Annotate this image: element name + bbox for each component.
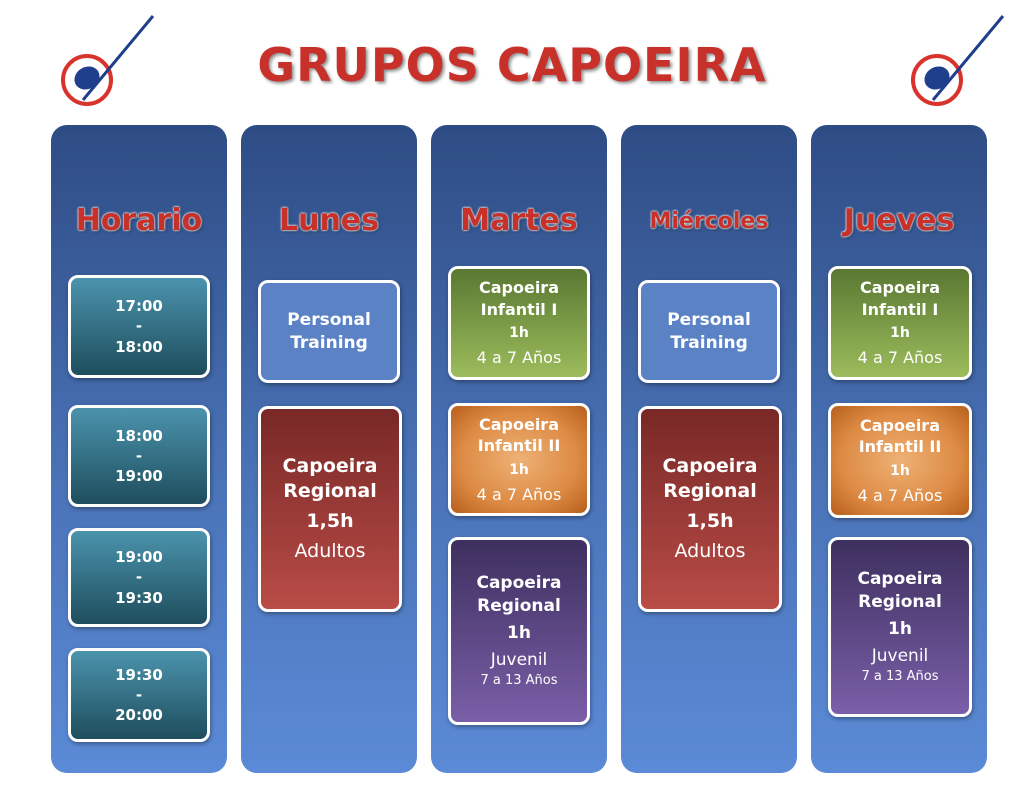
card-line: 18:00 xyxy=(115,426,163,445)
page-title: GRUPOS CAPOEIRA xyxy=(257,38,767,92)
card-line: 19:30 xyxy=(115,665,163,684)
card-line: Juvenil xyxy=(871,646,929,667)
card-line: 17:00 xyxy=(115,297,163,316)
card-line: 7 a 13 Años xyxy=(861,669,939,685)
card-line: Regional xyxy=(283,480,377,503)
time-slot: 17:00-18:00 xyxy=(68,275,210,378)
card-line: 4 a 7 Años xyxy=(857,485,943,505)
card-line: 4 a 7 Años xyxy=(857,348,943,368)
card-line: Juvenil xyxy=(490,650,548,671)
card-line: 1,5h xyxy=(306,510,354,532)
column-header: Miércoles xyxy=(649,209,769,234)
column-header: Jueves xyxy=(843,203,955,238)
card-line: 1,5h xyxy=(686,510,734,532)
card-line: 1h xyxy=(890,462,910,479)
card-line: Personal xyxy=(667,309,751,330)
card-line: 1h xyxy=(509,325,529,342)
card-line: Capoeira xyxy=(478,414,559,434)
card-line: 19:00 xyxy=(115,548,163,567)
card-line: 1h xyxy=(890,325,910,342)
card-line: Personal xyxy=(287,309,371,330)
logo-right xyxy=(911,15,1005,106)
card-line: Capoeira xyxy=(859,415,940,435)
card-line: Training xyxy=(290,332,368,353)
card-line: Adultos xyxy=(674,539,746,562)
column-header: Martes xyxy=(460,203,578,238)
card-line: - xyxy=(135,317,143,336)
card-line: Capoeira xyxy=(857,569,943,590)
card-line: Capoeira xyxy=(478,278,559,298)
card-line: 20:00 xyxy=(115,706,163,725)
card-line: 1h xyxy=(888,619,912,640)
card-line: 7 a 13 Años xyxy=(480,673,558,689)
card-line: 4 a 7 Años xyxy=(476,348,562,368)
time-slot: 19:00-19:30 xyxy=(68,528,210,627)
card-line: 1h xyxy=(507,623,531,644)
card-line: 1h xyxy=(509,461,529,478)
card-line: 4 a 7 Años xyxy=(476,484,562,504)
card-line: - xyxy=(135,685,143,704)
time-slot: 18:00- 19:00 xyxy=(68,405,210,507)
card-line: Capoeira xyxy=(282,454,378,477)
time-slot: 19:30- 20:00 xyxy=(68,648,210,742)
card-line: Infantil I xyxy=(861,299,939,319)
card-line: Capoeira xyxy=(476,573,562,594)
card-line: Infantil II xyxy=(477,436,561,456)
card-line: Training xyxy=(670,332,748,353)
card-line: 18:00 xyxy=(115,337,163,356)
card-line: Adultos xyxy=(294,539,366,562)
card-line: - xyxy=(135,446,143,465)
card-line: Regional xyxy=(477,596,561,617)
logo-left xyxy=(61,15,155,106)
card-line: Capoeira xyxy=(859,278,940,298)
column-header: Lunes xyxy=(278,203,380,238)
card-line: Infantil I xyxy=(480,299,558,319)
card-line: Regional xyxy=(663,480,757,503)
column-header: Horario xyxy=(75,203,203,238)
card-line: Capoeira xyxy=(662,454,758,477)
card-line: 19:00 xyxy=(115,467,163,486)
card-line: - xyxy=(135,568,143,587)
card-line: 19:30 xyxy=(115,588,163,607)
card-line: Regional xyxy=(858,592,942,613)
card-line: Infantil II xyxy=(858,437,942,457)
